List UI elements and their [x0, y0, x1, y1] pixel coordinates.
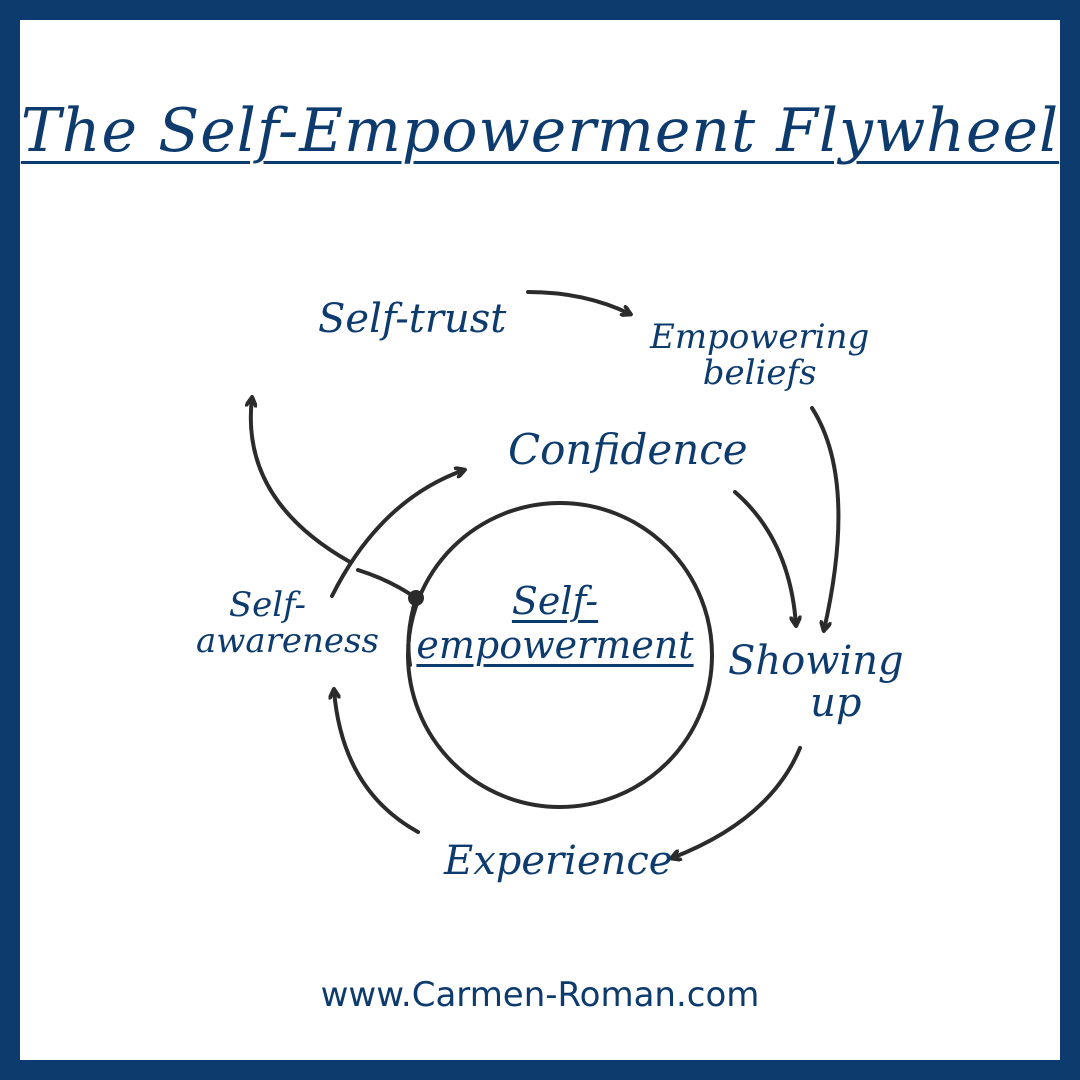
arrow-confidence-to-showing	[733, 490, 796, 625]
title-text: The Self-Empowerment Flywheel	[20, 96, 1060, 166]
footer-website: www.Carmen-Roman.com	[0, 975, 1080, 1015]
arrow-trust-to-beliefs	[526, 290, 630, 314]
label-self-awareness: Self- awareness	[196, 585, 379, 661]
center-label: Self- empowerment	[400, 579, 710, 667]
center-line-1: Self-	[511, 579, 599, 623]
arrow-to-self-trust	[251, 398, 352, 564]
label-empowering-beliefs: Empowering beliefs	[650, 317, 870, 393]
circle-tail	[406, 596, 418, 667]
arrow-awareness-to-confidence	[330, 470, 464, 598]
arrow-showing-to-experience	[672, 746, 802, 858]
label-experience: Experience	[444, 838, 673, 884]
arrow-experience-to-awareness	[334, 690, 420, 834]
label-showing-up: Showing up	[728, 638, 904, 726]
label-confidence: Confidence	[508, 425, 748, 474]
website-text: www.Carmen-Roman.com	[320, 975, 760, 1015]
connector-line	[356, 568, 418, 600]
label-self-trust: Self-trust	[318, 296, 507, 342]
diagram-title: The Self-Empowerment Flywheel	[0, 96, 1080, 166]
arrow-beliefs-to-showing	[810, 406, 841, 630]
center-line-2: empowerment	[416, 622, 694, 667]
